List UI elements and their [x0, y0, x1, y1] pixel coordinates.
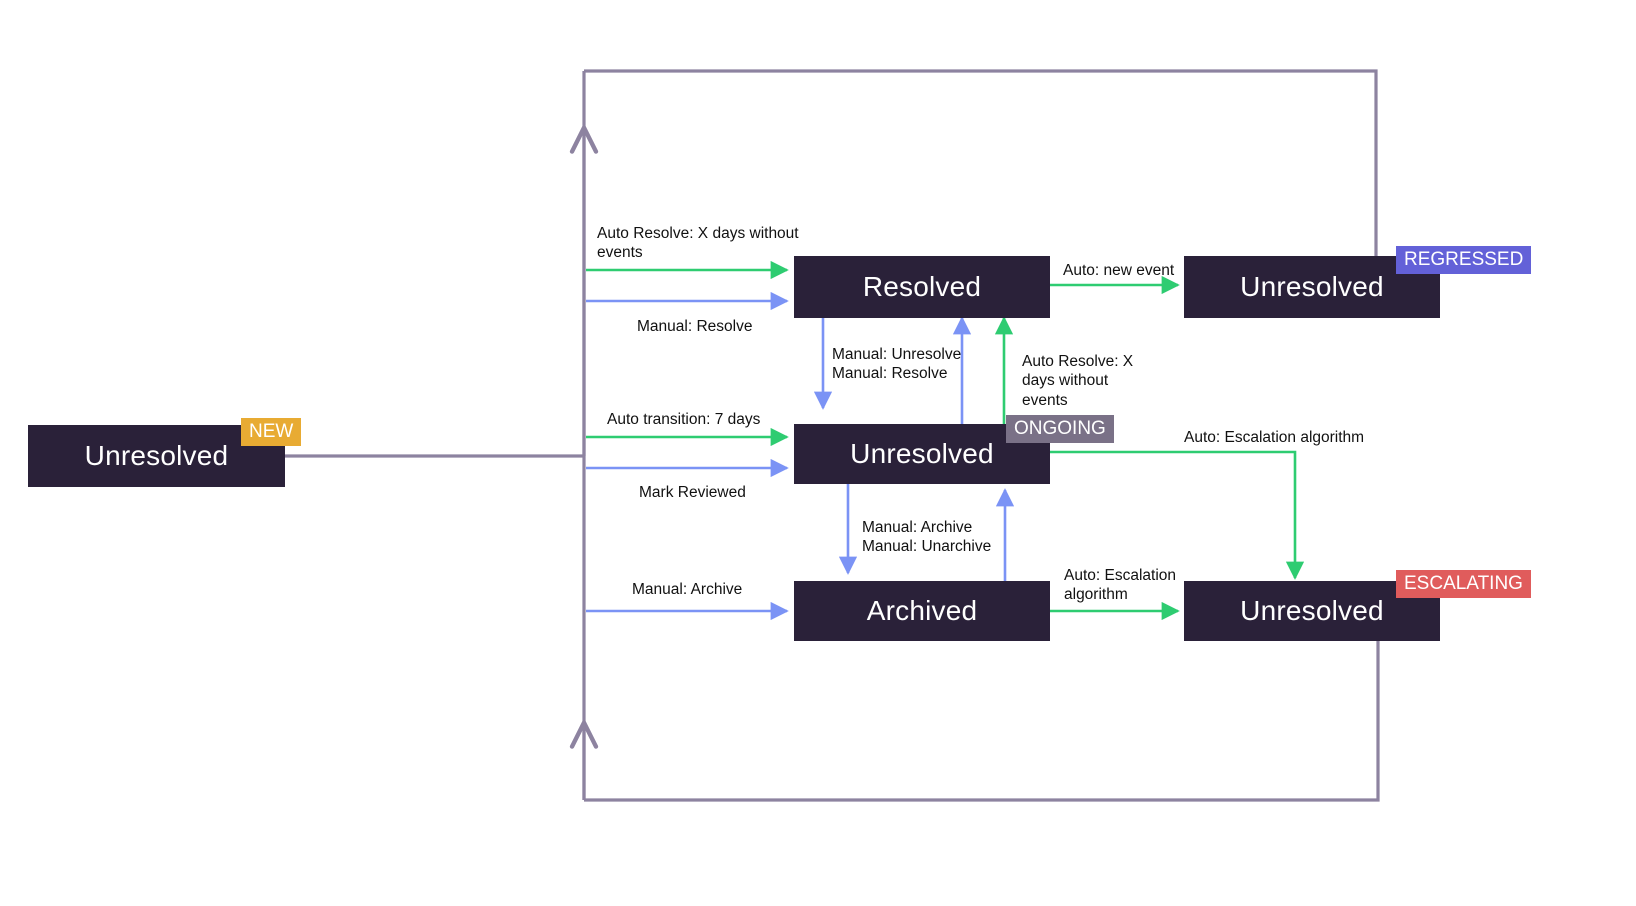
node-label: Unresolved [1240, 595, 1384, 626]
label-manual-archive-left: Manual: Archive [632, 581, 743, 598]
label-auto-transition-7-days: Auto transition: 7 days [607, 411, 761, 428]
edge-auto-escalation-ongoing-to-escalating [1050, 450, 1305, 580]
label-auto-resolve-x-days-mid: Auto Resolve: X days without events [1022, 353, 1134, 409]
label-auto-new-event: Auto: new event [1063, 262, 1175, 279]
badge-new: NEW [241, 418, 302, 447]
node-resolved[interactable]: Resolved [794, 256, 1050, 318]
badge-escalating: ESCALATING [1396, 570, 1531, 599]
label-manual-archive-unarchive: Manual: Archive Manual: Unarchive [862, 519, 992, 556]
label-auto-resolve-x-days-top: Auto Resolve: X days without events [597, 225, 799, 262]
label-manual-unresolve-resolve: Manual: Unresolve Manual: Resolve [832, 346, 962, 383]
badge-ongoing: ONGOING [1006, 415, 1114, 444]
node-label: Unresolved [850, 438, 994, 469]
node-archived[interactable]: Archived [794, 581, 1050, 641]
badge-regressed: REGRESSED [1396, 246, 1532, 275]
label-manual-resolve-left: Manual: Resolve [637, 318, 753, 335]
edge-loop-top-rail [584, 69, 1378, 262]
label-mark-reviewed: Mark Reviewed [639, 484, 746, 501]
node-label: Unresolved [84, 440, 229, 471]
label-auto-escalation-algorithm-top: Auto: Escalation algorithm [1184, 429, 1365, 446]
label-auto-escalation-algorithm-bottom: Auto: Escalation algorithm [1064, 567, 1177, 604]
edge-loop-new-to-column [285, 125, 599, 458]
node-label: Unresolved [1240, 271, 1384, 302]
node-label: Resolved [862, 271, 982, 302]
node-label: Archived [866, 595, 978, 626]
